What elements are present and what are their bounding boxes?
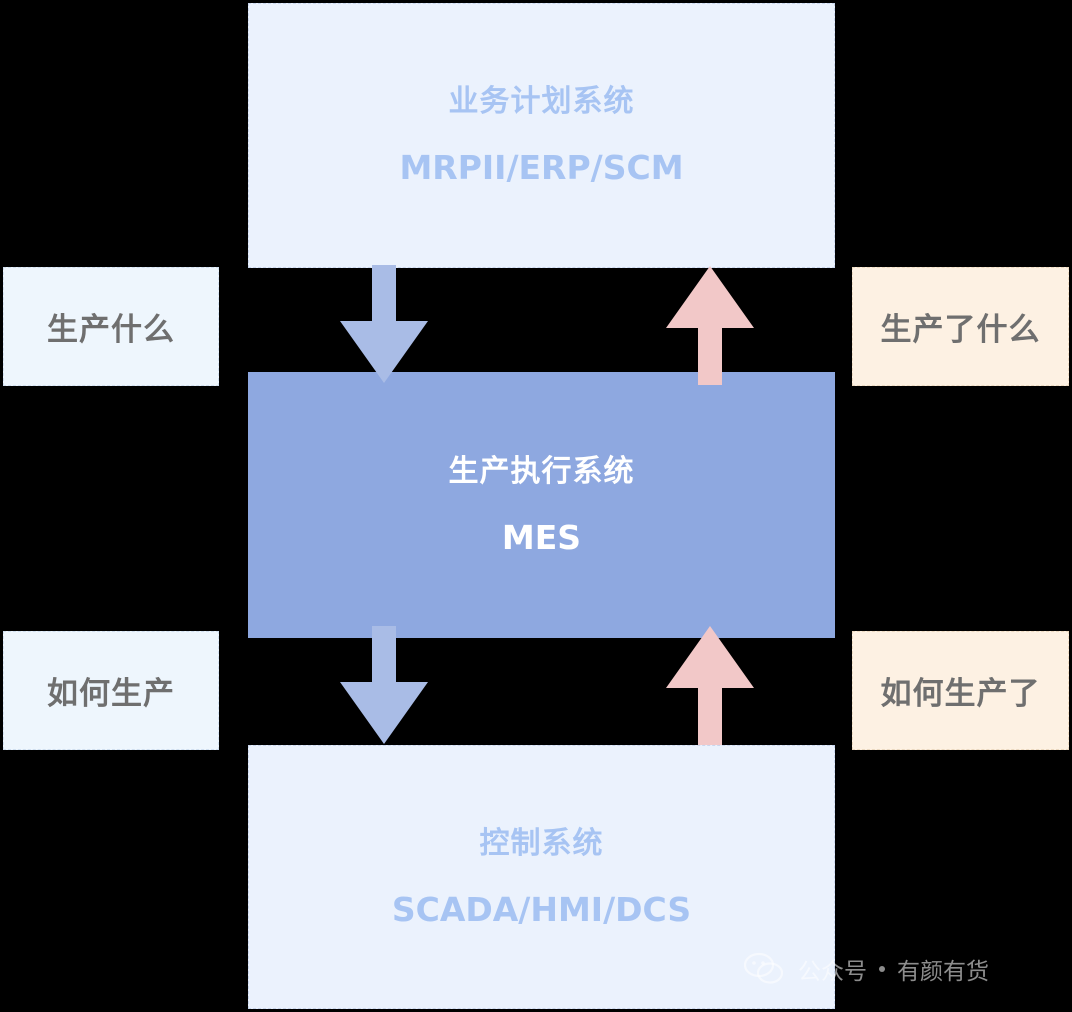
up-arrow-icon	[666, 626, 754, 745]
business-planning-box: 业务计划系统 MRPII/ERP/SCM	[248, 3, 835, 268]
mes-title: 生产执行系统	[448, 453, 635, 489]
watermark-name: 有颜有货	[897, 959, 989, 985]
label-what-to-produce: 生产什么	[3, 267, 219, 386]
up-arrow-shape	[666, 626, 754, 745]
control-system-subtitle: SCADA/HMI/DCS	[391, 889, 692, 929]
mes-box: 生产执行系统 MES	[248, 372, 835, 638]
watermark: 公众号 有颜有货	[744, 944, 1044, 994]
mes-subtitle: MES	[501, 517, 582, 557]
up-arrow-shape	[666, 266, 754, 385]
control-system-box: 控制系统 SCADA/HMI/DCS	[248, 745, 835, 1009]
label-how-was-produced: 如何生产了	[852, 631, 1069, 750]
down-arrow-shape	[340, 626, 428, 744]
business-planning-subtitle: MRPII/ERP/SCM	[399, 148, 684, 187]
label-how-to-produce: 如何生产	[3, 631, 219, 750]
wechat-icon	[744, 952, 784, 984]
watermark-separator	[879, 966, 885, 972]
down-arrow-icon	[340, 626, 428, 744]
control-system-title: 控制系统	[479, 825, 604, 861]
label-what-was-produced: 生产了什么	[852, 267, 1069, 386]
up-arrow-icon	[666, 266, 754, 385]
down-arrow-icon	[340, 265, 428, 383]
business-planning-title: 业务计划系统	[448, 84, 635, 119]
watermark-prefix: 公众号	[798, 959, 867, 985]
down-arrow-shape	[340, 265, 428, 383]
